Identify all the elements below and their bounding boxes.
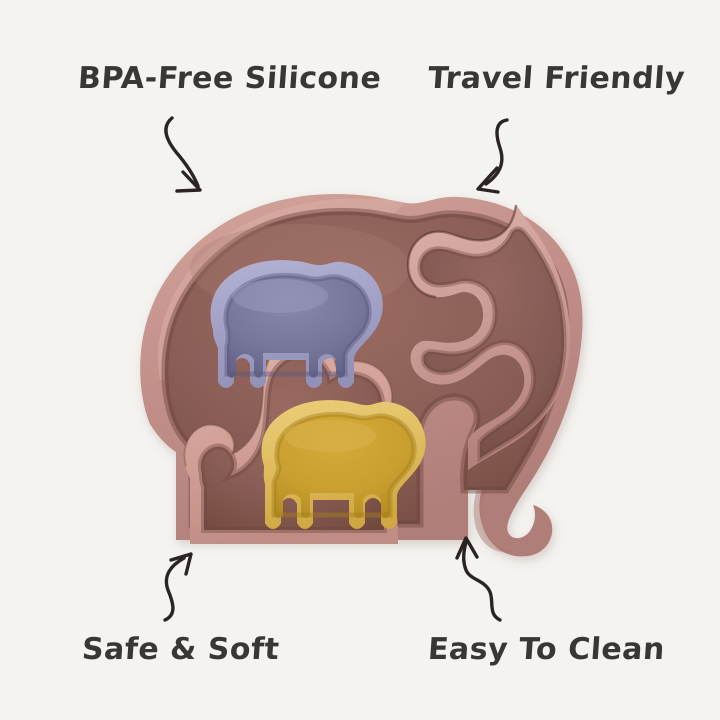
arrow-bottom-left-head [169,552,193,576]
yellow-sheen [284,420,376,452]
arrow-bottom-right [455,536,502,622]
blue-cavity-shadow [223,272,372,377]
arrow-top-left-head [175,170,202,193]
body-top-highlight [158,198,404,380]
ear-cavity-shadow [417,226,567,463]
yellow-elephant-piece[interactable] [261,400,426,529]
yellow-cavity-shadow [271,411,417,518]
arrow-bottom-left [163,552,193,622]
blue-sheen [232,279,328,313]
blue-elephant-piece[interactable] [210,260,383,388]
ear-puzzle-piece[interactable] [406,204,571,470]
arrow-top-left [164,116,202,193]
ear-seam [406,204,518,299]
ear-piece-cavity [420,229,564,458]
arrow-bottom-right-head [455,536,479,560]
arrow-top-right-head [476,166,500,194]
arrow-top-right [476,118,509,194]
